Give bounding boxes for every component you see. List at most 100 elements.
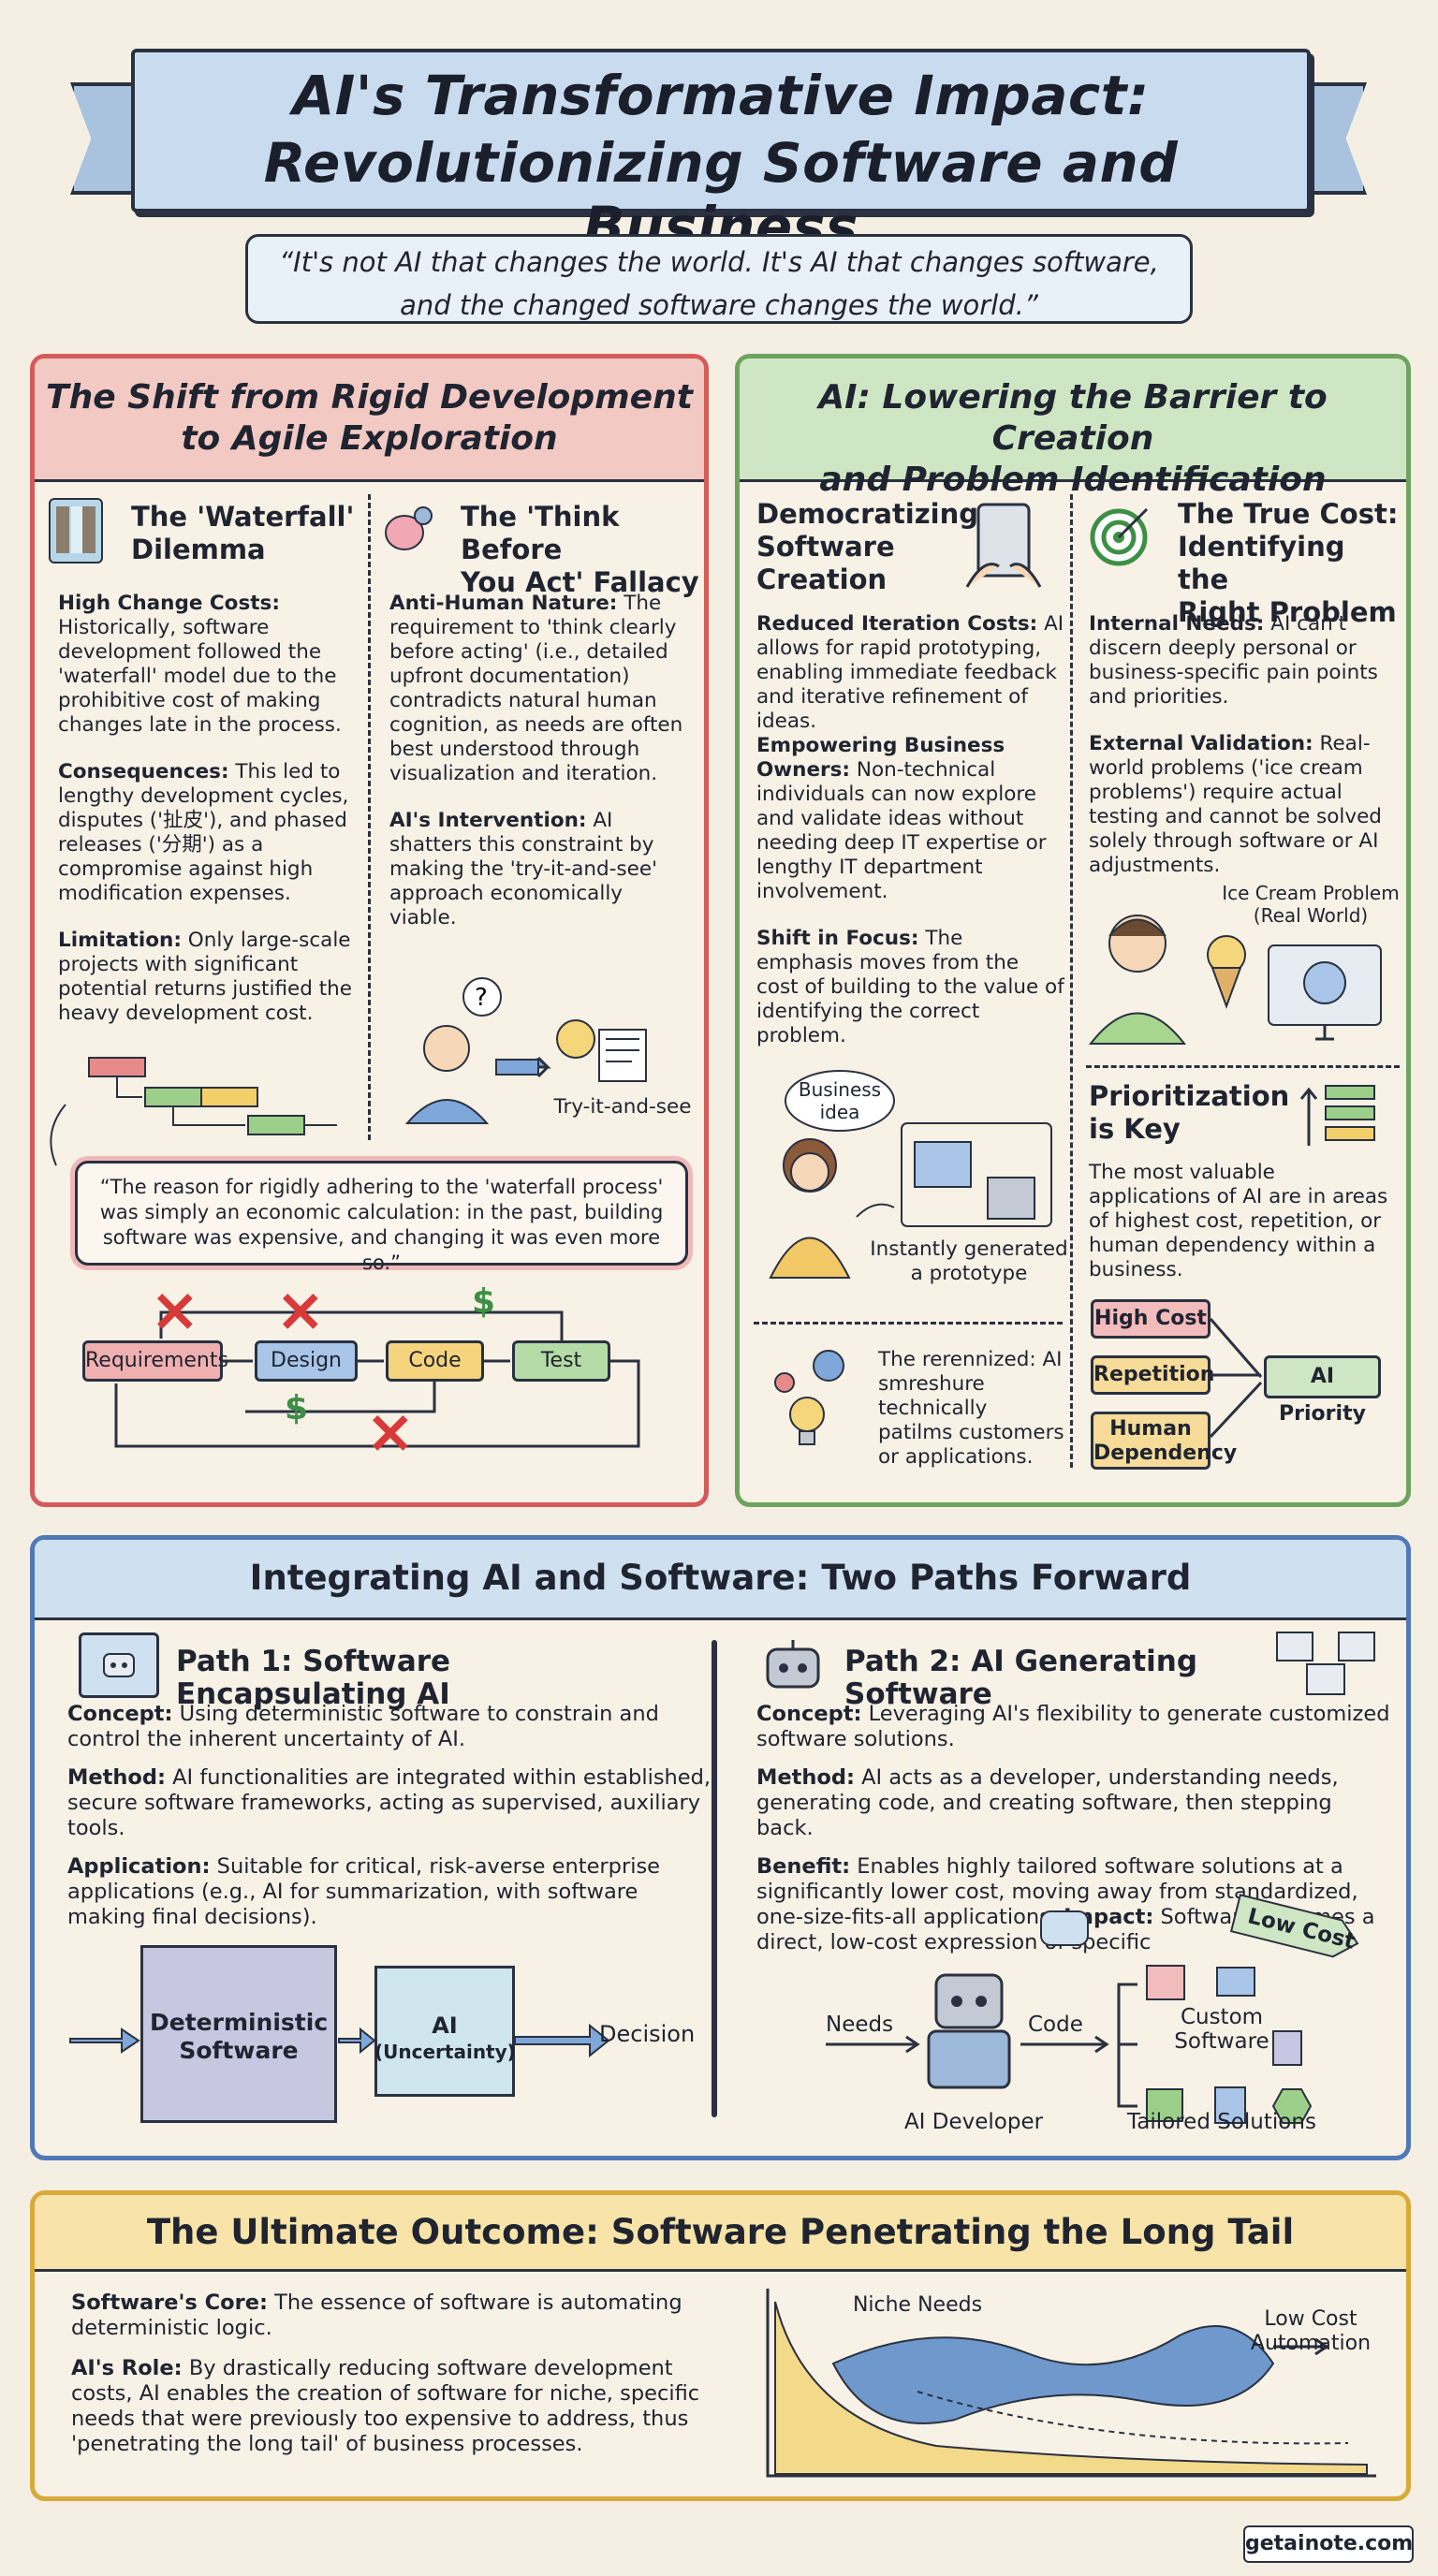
flow-step-test: Test [512,1340,610,1382]
path1-concept: Using deterministic software to constrai… [67,1702,659,1751]
think-p2-label: AI's Intervention: [389,809,587,832]
integrate-panel: Integrating AI and Software: Two Paths F… [30,1535,1411,2160]
ice-cream-illustration [1088,915,1382,1045]
outcome-title: The Ultimate Outcome: Software Penetrati… [35,2195,1406,2272]
waterfall-p1-label: High Change Costs: [58,592,280,615]
path1-method-label: Method: [67,1765,166,1790]
deterministic-software-box [140,1945,337,2123]
waterfall-heading: The 'Waterfall' Dilemma [131,501,356,566]
business-idea-illustration [769,1070,1052,1279]
democ-heading-line3: Creation [756,564,888,595]
ai-uncertainty-box [374,1966,515,2097]
page-title-line1: AI's Transformative Impact: [292,64,1150,127]
waterfall-p3: Only large-scale projects with significa… [58,929,352,1025]
path2-benefit-label: Benefit: [756,1854,851,1879]
barrier-panel: AI: Lowering the Barrier to Creation and… [735,354,1411,1507]
ai-uncertainty-label-line1: AI [432,2012,458,2039]
cross-icon: × [275,1276,326,1345]
integrate-title: Integrating AI and Software: Two Paths F… [35,1540,1406,1620]
brain-gear-icon [382,501,434,561]
process-flow: Requirements Design Code Test × × × $ $ [49,1281,685,1462]
priority-heading-line1: Prioritization [1089,1080,1290,1112]
think-p2: AI shatters this constraint by making th… [389,809,657,929]
decision-label: Decision [599,2021,696,2047]
flow-arrows [114,1310,640,1448]
priority-heading-line2: is Key [1089,1113,1181,1145]
democ-heading-line1: Democratizing [756,498,978,530]
header-quote: “It's not AI that changes the world. It'… [245,234,1193,324]
ice-cream-label-line2: (Real World) [1253,904,1369,927]
target-icon [1088,501,1155,568]
ice-cream-label-line1: Ice Cream Problem [1222,882,1400,904]
priority-heading: Prioritization is Key [1089,1080,1295,1146]
waterfall-icon [49,498,103,564]
robot-box-icon [79,1632,159,1698]
low-cost-automation-line1: Low Cost [1264,2307,1357,2331]
truecost-heading-line3: Right Problem [1178,596,1397,628]
truecost-p2: Real-world problems ('ice cream problems… [1089,732,1382,877]
ai-uncertainty-label-line2: (Uncertainty) [374,2041,516,2063]
deterministic-label-line2: Software [179,2037,299,2064]
custom-software-label: Custom Software [1166,2005,1278,2054]
truecost-heading-line2: Identifying the [1178,531,1345,595]
priority-arrows [1211,1318,1263,1439]
tablet-icon [957,496,1050,599]
site-link[interactable]: getainote.com [1243,2525,1414,2563]
truecost-divider [1086,1065,1400,1068]
waterfall-quote: “The reason for rigidly adhering to the … [75,1161,688,1274]
path1-method: AI functionalities are integrated within… [67,1765,712,1840]
truecost-heading-line1: The True Cost: [1178,498,1399,530]
tailored-label: Tailored Solutions [1127,2110,1316,2134]
think-heading-line2: You Act' Fallacy [461,566,699,598]
think-p1-label: Anti-Human Nature: [389,592,618,615]
tag-human-dependency: Human Dependency [1091,1412,1237,1470]
dollar-icon: $ [472,1282,496,1321]
low-cost-automation-label: Low Cost Automation [1236,2307,1386,2356]
democ-p2: Non-technical individuals can now explor… [756,758,1047,903]
outcome-role: By drastically reducing software develop… [71,2356,700,2456]
priority-body: The most valuable applications of AI are… [1089,1161,1388,1281]
tag-ai-priority: AI Priority [1264,1355,1381,1426]
outcome-core: The essence of software is automating de… [71,2291,682,2340]
code-label: Code [1028,2012,1083,2037]
waterfall-heading-line2: Dilemma [131,534,266,565]
flow-step-code: Code [386,1340,484,1382]
ai-uncertainty-label: AI (Uncertainty) [374,2012,516,2065]
shift-title-line2: to Agile Exploration [181,419,558,458]
title-banner [131,49,1311,212]
dollar-icon: $ [285,1389,309,1427]
waterfall-body: High Change Costs: Historically, softwar… [58,592,376,1026]
cross-icon: × [150,1276,200,1345]
path2-concept-label: Concept: [756,1702,862,1726]
truecost-body: Internal Needs: AI can't discern deeply … [1089,612,1398,878]
ice-cream-label: Ice Cream Problem (Real World) [1217,882,1404,927]
long-tail-illustration [766,2289,1376,2478]
path2-heading: Path 2: AI Generating Software [844,1645,1198,1711]
truecost-p1: AI can't discern deeply personal or busi… [1089,612,1378,709]
quote-line2: and the changed software changes the wor… [400,289,1038,321]
prototype-caption-line1: Instantly generated [870,1237,1068,1261]
path2-method-label: Method: [756,1765,855,1790]
think-body: Anti-Human Nature: The requirement to 't… [389,592,689,930]
outcome-role-label: AI's Role: [71,2356,183,2380]
niche-needs-label: Niche Needs [852,2293,983,2317]
truecost-p2-label: External Validation: [1089,732,1313,755]
path1-app: Suitable for critical, risk-averse enter… [67,1854,661,1929]
democ-p3: The emphasis moves from the cost of buil… [756,927,1064,1047]
waterfall-p1: Historically, software development follo… [58,616,342,737]
outcome-core-label: Software's Core: [71,2291,268,2315]
shift-column-divider [368,494,371,1140]
democ-bottom-text: The rerennized: AI smreshure technically… [878,1348,1064,1469]
path2-body: Concept: Leveraging AI's flexibility to … [756,1702,1393,1955]
needs-label: Needs [826,2012,894,2037]
think-p1: The requirement to 'think clearly before… [389,592,683,785]
business-idea-bubble: Business idea [798,1078,882,1123]
svg-text:?: ? [475,984,488,1012]
priority-bars-icon [1299,1085,1375,1146]
lightbulb-gear-icon [754,1340,866,1462]
path1-concept-label: Concept: [67,1702,173,1726]
shift-panel-header: The Shift from Rigid Development to Agil… [35,359,704,482]
flow-step-design: Design [255,1340,358,1382]
ai-developer-label: AI Developer [903,2110,1044,2134]
screens-icon [1276,1632,1375,1695]
